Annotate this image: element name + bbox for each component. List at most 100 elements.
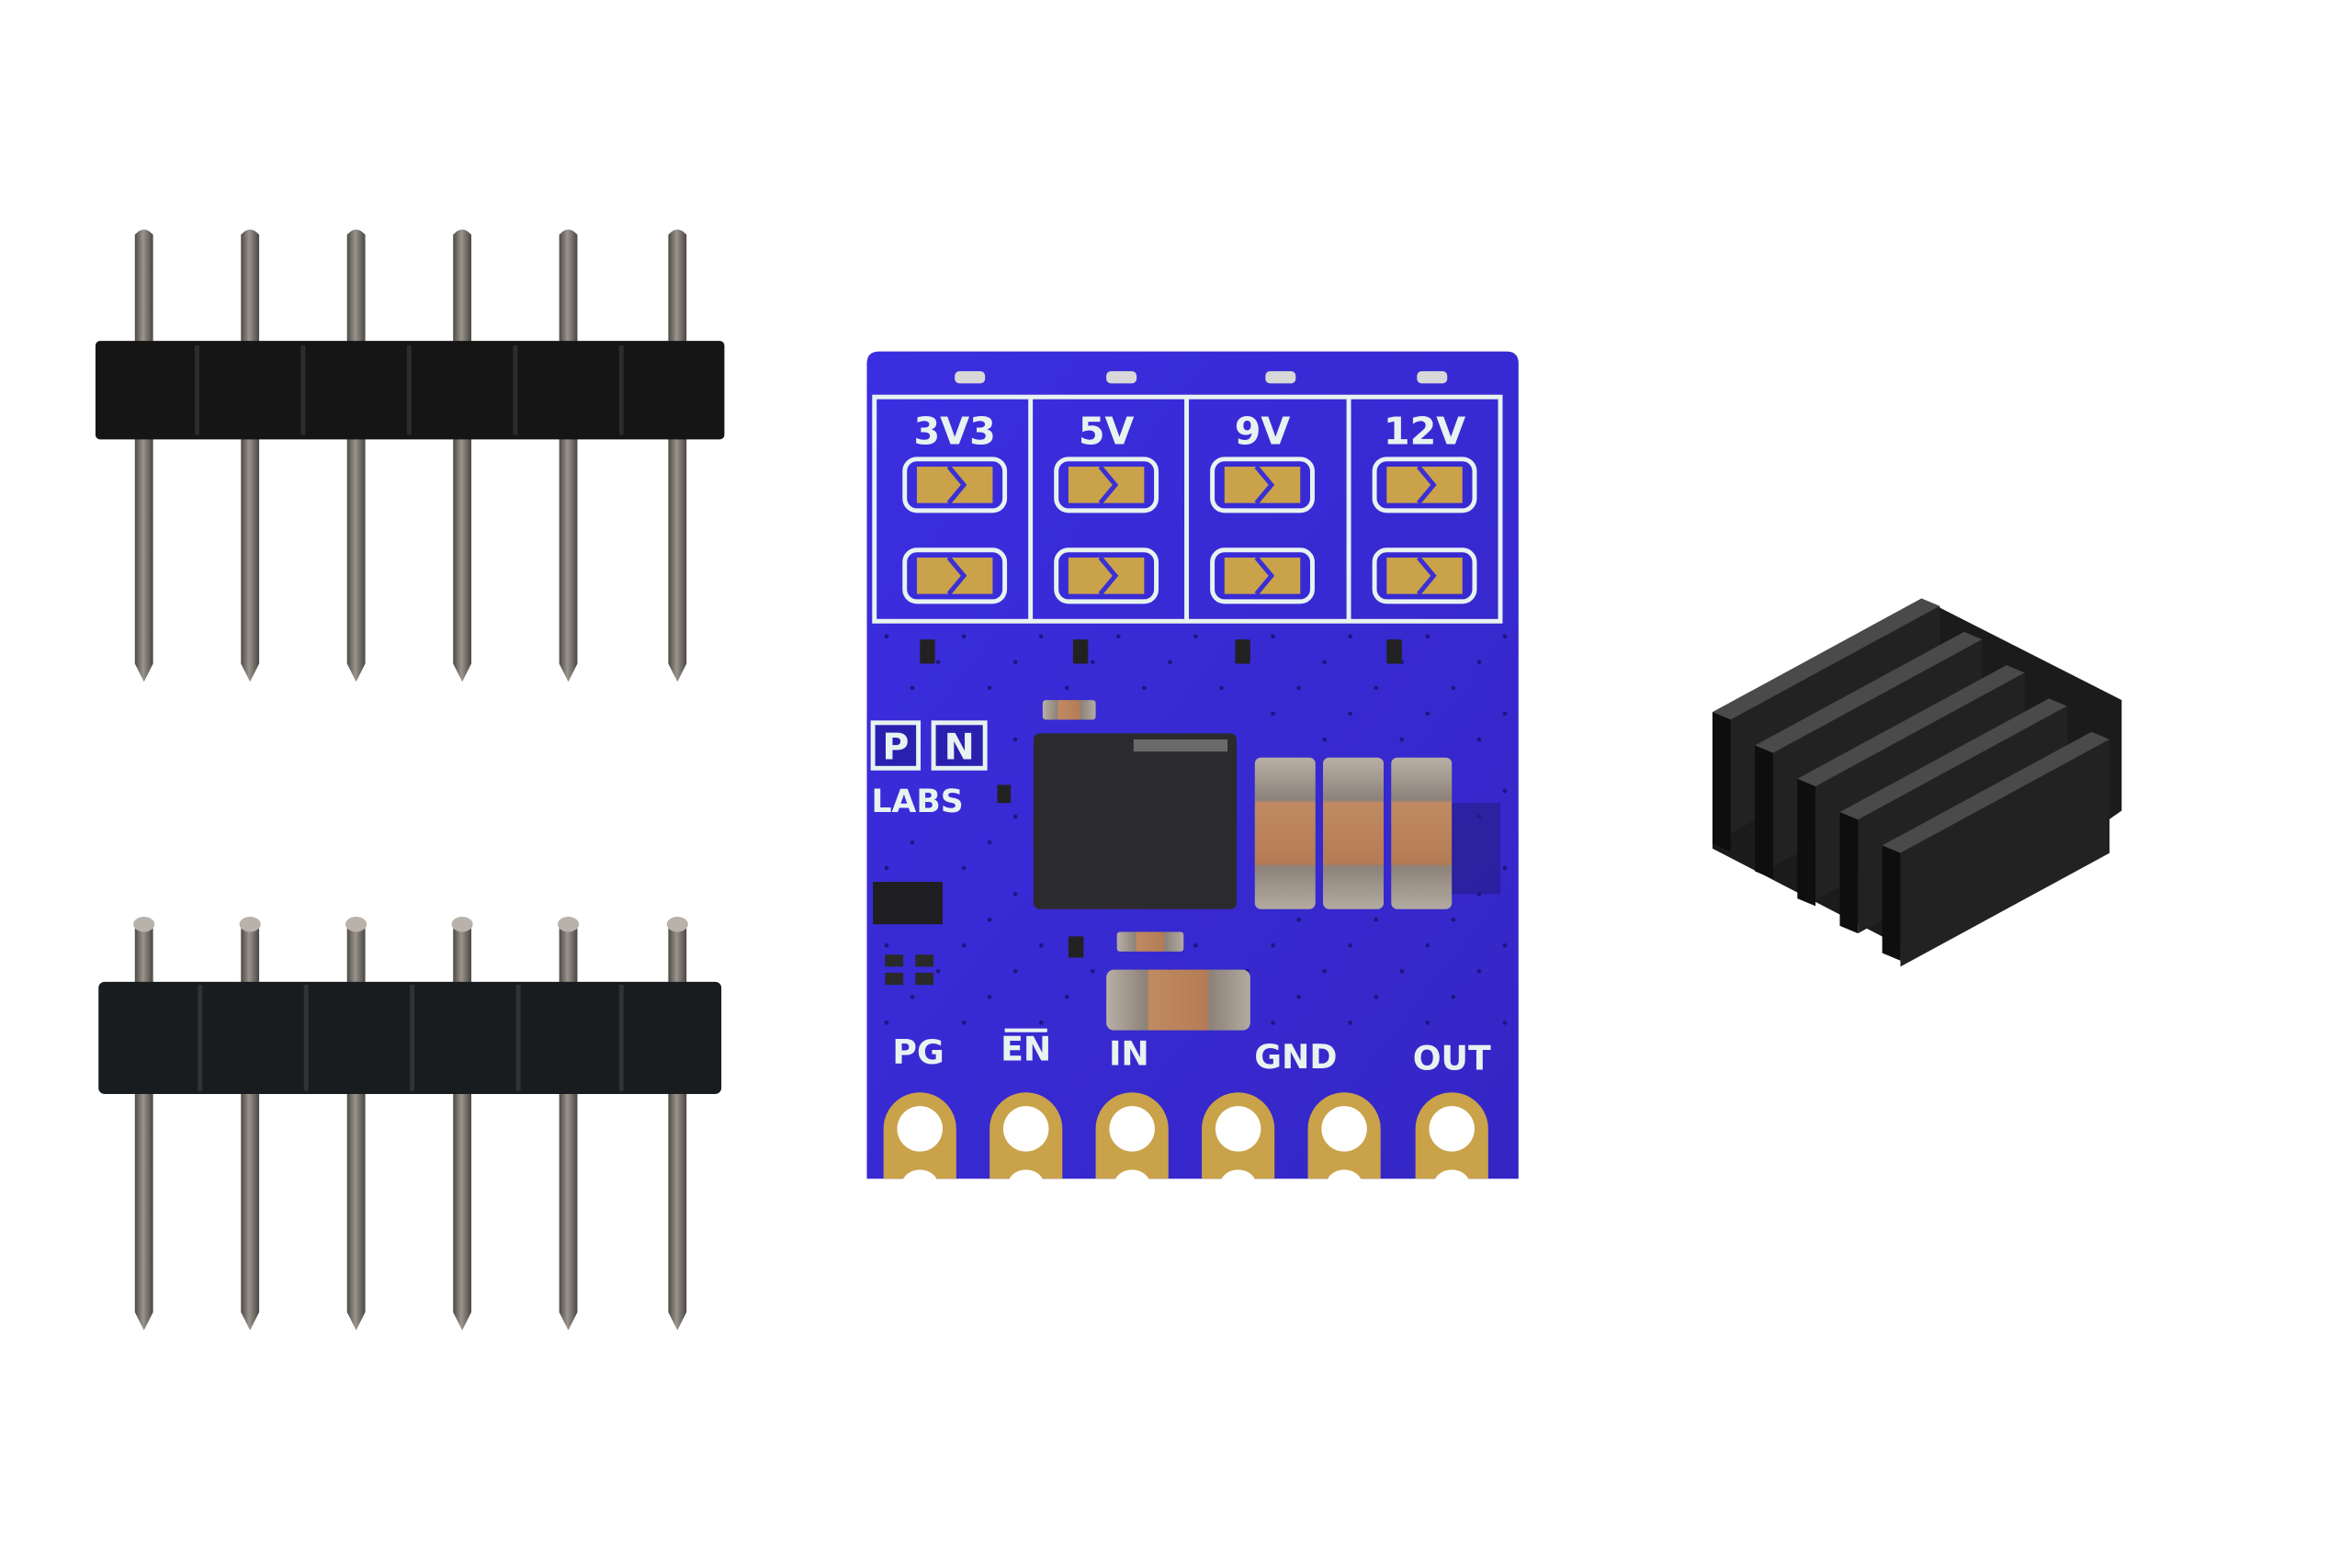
- via: [1038, 1021, 1044, 1025]
- via: [1090, 969, 1095, 974]
- pad-half-hole: [1114, 1169, 1150, 1185]
- heatsink-fin-top: [1797, 665, 2025, 787]
- pin-label-en: EN: [1001, 1030, 1051, 1069]
- via: [1064, 995, 1069, 999]
- via: [1399, 969, 1405, 974]
- solder-jumpers: [902, 457, 1477, 604]
- jumper-split: [1098, 465, 1119, 505]
- via: [910, 840, 915, 845]
- via: [1193, 634, 1198, 639]
- castellated-pads: [883, 1092, 1488, 1185]
- via: [987, 917, 992, 922]
- logo-p: P: [882, 726, 909, 768]
- jumper-outline: [1210, 547, 1315, 604]
- header-pin: [453, 229, 471, 682]
- voltage-regulator-board: 3V3 5V 9V 12V P N LABS PG EN: [866, 351, 1519, 1185]
- via: [1168, 660, 1172, 665]
- via: [1399, 737, 1405, 742]
- logo-labs: LABS: [871, 784, 963, 820]
- jumper-split: [1417, 465, 1437, 505]
- via: [961, 865, 967, 871]
- jumper-label-5v: 5V: [1079, 409, 1135, 453]
- via: [987, 995, 992, 999]
- via: [1374, 995, 1379, 999]
- via: [1425, 1021, 1430, 1025]
- via: [1374, 917, 1379, 922]
- sot23-transistor: [873, 882, 943, 925]
- smd-pad: [955, 371, 986, 384]
- smd-passive: [885, 972, 904, 986]
- via: [1271, 942, 1275, 948]
- jumper-outline: [1054, 547, 1159, 604]
- via: [1348, 634, 1353, 639]
- pad-hole: [1002, 1106, 1049, 1152]
- heatsink: [1712, 598, 2122, 967]
- smd-capacitor: [1042, 700, 1096, 720]
- output-capacitor: [1391, 757, 1453, 909]
- jumper-label-9v: 9V: [1235, 409, 1291, 453]
- jumper-outline: [1372, 457, 1477, 513]
- via: [1348, 711, 1353, 716]
- pad-half-hole: [901, 1169, 939, 1185]
- pin-tip: [451, 916, 473, 932]
- pin-tip: [666, 916, 688, 932]
- via: [961, 634, 967, 639]
- via: [884, 865, 889, 871]
- via: [987, 685, 992, 691]
- via: [1322, 737, 1327, 742]
- heatsink-fin-top: [1882, 731, 2110, 853]
- via: [1425, 942, 1430, 948]
- pin-label-pg: PG: [892, 1032, 944, 1072]
- smd-pad: [1265, 371, 1296, 384]
- via: [987, 840, 992, 845]
- pad-hole: [1429, 1106, 1475, 1152]
- via: [1219, 685, 1224, 691]
- smd-passive: [915, 972, 934, 986]
- via: [1502, 634, 1508, 639]
- jumper-split: [1098, 556, 1119, 596]
- header-pin: [668, 229, 687, 682]
- smd-passive: [885, 954, 904, 967]
- via: [1476, 737, 1482, 742]
- heatsink-fin-front: [1712, 712, 1731, 852]
- via: [910, 685, 915, 691]
- via: [1271, 634, 1275, 639]
- heatsink-fin-front: [1839, 812, 1859, 934]
- heatsink-fin-top: [1839, 698, 2067, 820]
- via: [1502, 1021, 1508, 1025]
- via: [1038, 634, 1044, 639]
- header-pin: [559, 919, 578, 1331]
- via: [1451, 995, 1456, 999]
- via: [1193, 942, 1198, 948]
- header-pin: [346, 229, 366, 682]
- via: [1116, 634, 1121, 639]
- ic-pad: [1133, 739, 1228, 752]
- output-capacitor: [1254, 757, 1316, 909]
- pn-labs-logo: P N LABS: [870, 720, 988, 820]
- pad-half-hole: [1326, 1169, 1363, 1185]
- smd-resistor: [997, 784, 1012, 804]
- jumper-outline: [1054, 457, 1159, 513]
- via: [910, 995, 915, 999]
- jumper-split: [1254, 556, 1275, 596]
- header-pin: [241, 919, 260, 1331]
- jumper-outline: [902, 457, 1008, 513]
- via: [1502, 942, 1508, 948]
- smd-resistor: [1386, 639, 1402, 664]
- via: [1142, 685, 1147, 691]
- pin-tip: [558, 916, 580, 932]
- via: [1425, 634, 1430, 639]
- via: [884, 1021, 889, 1025]
- via: [1348, 1021, 1353, 1025]
- via: [1502, 788, 1508, 794]
- pad-hole: [1215, 1106, 1261, 1152]
- via: [1296, 917, 1301, 922]
- heatsink-fin-top: [1755, 631, 1983, 753]
- heatsink-fin-front: [1755, 745, 1773, 879]
- via: [1322, 660, 1327, 665]
- via: [1451, 917, 1456, 922]
- smd-resistor: [1068, 936, 1084, 958]
- heatsink-fin-front: [1797, 778, 1816, 907]
- jumper-label-3v3: 3V3: [914, 409, 996, 453]
